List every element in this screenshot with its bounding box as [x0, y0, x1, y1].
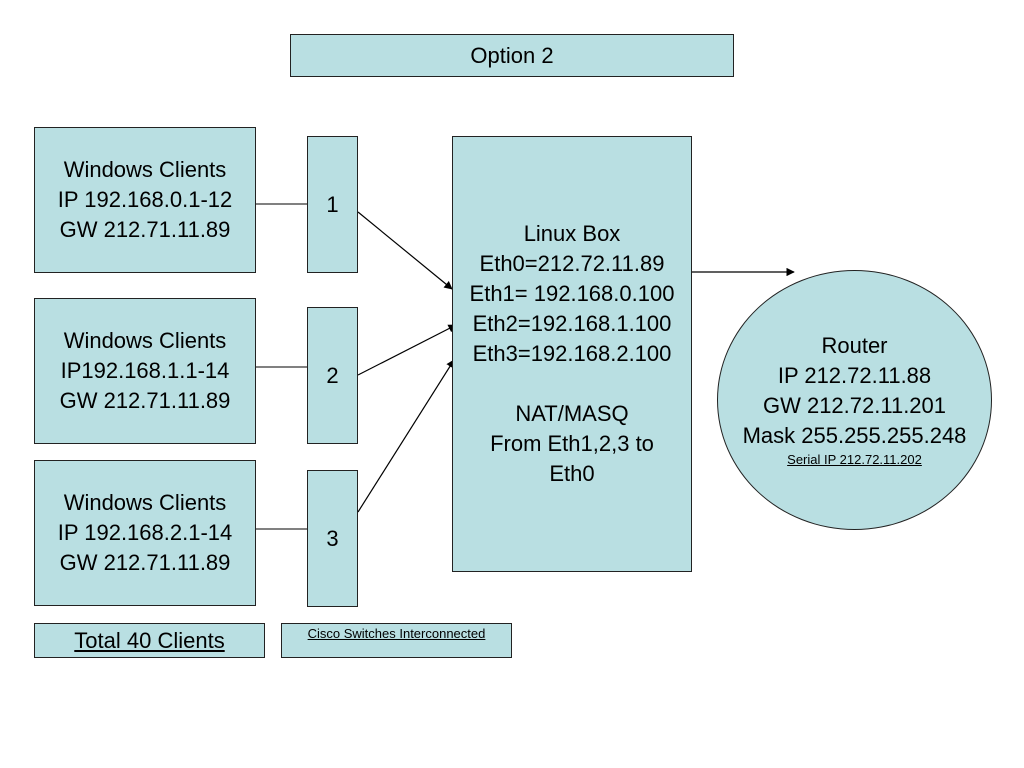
client-ip-range: IP192.168.1.1-14 — [60, 358, 230, 383]
client-ip-range: IP 192.168.0.1-12 — [57, 187, 233, 212]
arrow-switch2-eth2 — [357, 324, 457, 376]
total-clients-box: Total 40 Clients — [34, 623, 265, 658]
router-mask: Mask 255.255.255.248 — [742, 423, 967, 448]
router-node: Router IP 212.72.11.88 GW 212.72.11.201 … — [717, 270, 992, 530]
client-gateway: GW 212.71.11.89 — [59, 388, 231, 413]
client-group-1: Windows Clients IP 192.168.0.1-12 GW 212… — [34, 127, 256, 273]
linux-eth1: Eth1= 192.168.0.100 — [469, 281, 675, 306]
client-gateway: GW 212.71.11.89 — [59, 217, 231, 242]
switch-1: 1 — [307, 136, 358, 273]
nat-line-2: From Eth1,2,3 to — [490, 431, 654, 456]
client-group-2: Windows Clients IP192.168.1.1-14 GW 212.… — [34, 298, 256, 444]
switches-note-box: Cisco Switches Interconnected — [281, 623, 512, 658]
client-group-label: Windows Clients — [63, 328, 227, 353]
linux-box: Linux Box Eth0=212.72.11.89 Eth1= 192.16… — [452, 136, 692, 572]
client-gateway: GW 212.71.11.89 — [59, 550, 231, 575]
page-title: Option 2 — [470, 42, 554, 68]
arrow-switch3-eth3 — [357, 359, 455, 513]
switch-label: 1 — [326, 191, 339, 217]
nat-line-3: Eth0 — [549, 461, 595, 486]
switch-label: 2 — [326, 362, 339, 388]
router-ip: IP 212.72.11.88 — [777, 363, 932, 388]
linux-eth0: Eth0=212.72.11.89 — [479, 251, 665, 276]
linux-eth3: Eth3=192.168.2.100 — [472, 341, 672, 366]
arrow-switch1-eth1 — [357, 211, 453, 290]
client-group-label: Windows Clients — [63, 490, 227, 515]
router-gateway: GW 212.72.11.201 — [762, 393, 947, 418]
client-ip-range: IP 192.168.2.1-14 — [57, 520, 233, 545]
title-box: Option 2 — [290, 34, 734, 77]
client-group-3: Windows Clients IP 192.168.2.1-14 GW 212… — [34, 460, 256, 606]
switches-note-label: Cisco Switches Interconnected — [307, 626, 486, 641]
switch-3: 3 — [307, 470, 358, 607]
linux-eth2: Eth2=192.168.1.100 — [472, 311, 672, 336]
client-group-label: Windows Clients — [63, 157, 227, 182]
nat-line-1: NAT/MASQ — [515, 401, 629, 426]
router-serial-ip: Serial IP 212.72.11.202 — [787, 452, 922, 467]
router-name: Router — [821, 333, 888, 358]
linux-box-name: Linux Box — [523, 221, 621, 246]
switch-2: 2 — [307, 307, 358, 444]
switch-label: 3 — [326, 525, 339, 551]
total-clients-label: Total 40 Clients — [74, 627, 225, 653]
